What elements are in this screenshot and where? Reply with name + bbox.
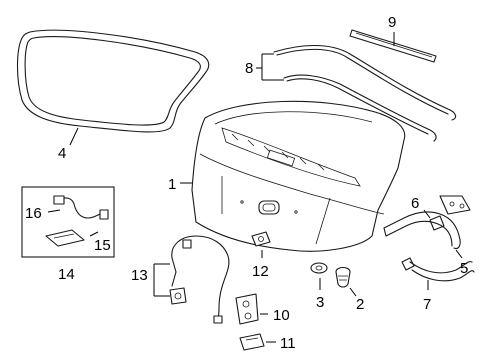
callout-15: 15 <box>94 237 111 254</box>
leader-13 <box>153 263 170 297</box>
callout-8: 8 <box>245 60 253 77</box>
leader-2 <box>349 287 357 297</box>
latch <box>235 293 259 325</box>
hinge-pivot <box>429 215 445 231</box>
molding-strip <box>349 29 437 63</box>
wiring-harness-connector <box>53 195 109 220</box>
license-lamp <box>45 229 85 247</box>
weatherstrip-seal <box>17 29 210 133</box>
hinge-strap <box>401 257 475 282</box>
callout-12: 12 <box>252 263 269 280</box>
torsion-rods <box>273 45 457 142</box>
striker <box>251 231 271 247</box>
leader-4 <box>69 127 79 146</box>
callout-1: 1 <box>168 176 176 193</box>
leader-8 <box>256 53 284 81</box>
hinge <box>383 195 471 250</box>
callout-16: 16 <box>25 205 42 222</box>
callout-4: 4 <box>58 145 66 162</box>
leader-6 <box>423 209 431 219</box>
callout-6: 6 <box>411 195 419 212</box>
callout-14: 14 <box>58 266 75 283</box>
trunk-lid <box>191 100 406 252</box>
callout-10: 10 <box>273 307 290 324</box>
callout-7: 7 <box>423 296 431 313</box>
inset-box <box>21 186 115 258</box>
callout-3: 3 <box>316 294 324 311</box>
leader-5 <box>455 249 463 259</box>
callout-2: 2 <box>356 296 364 313</box>
callout-13: 13 <box>131 267 148 284</box>
leader-15 <box>89 231 99 237</box>
latch-cover <box>239 333 265 351</box>
grommet <box>310 262 328 274</box>
leader-16 <box>47 209 61 213</box>
release-cable <box>169 235 230 324</box>
bumper-stop <box>335 266 351 288</box>
callout-9: 9 <box>388 14 396 31</box>
callout-11: 11 <box>280 335 296 352</box>
callout-5: 5 <box>460 260 468 277</box>
